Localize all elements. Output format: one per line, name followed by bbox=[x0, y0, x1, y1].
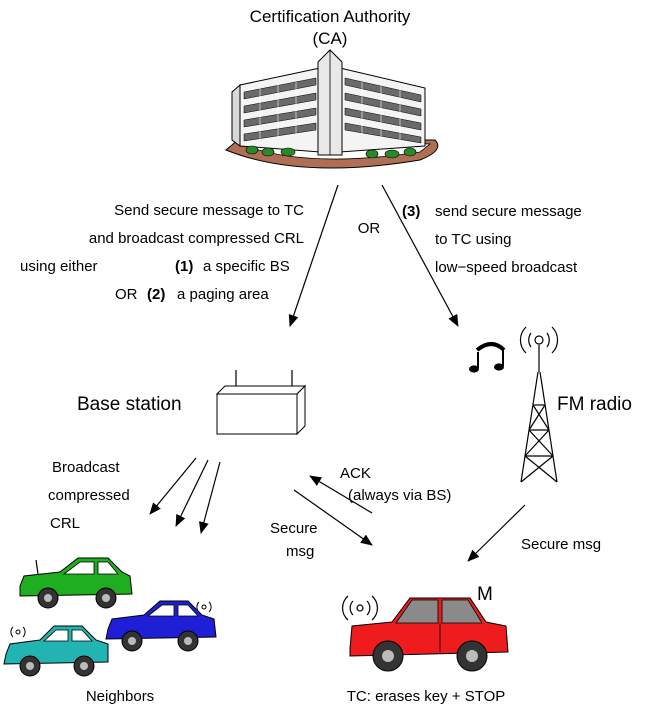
target-car-red bbox=[342, 595, 509, 672]
ca-building-icon bbox=[225, 49, 439, 169]
ca-title-line2: (CA) bbox=[313, 29, 348, 48]
broadcast-line1: Broadcast bbox=[52, 459, 120, 476]
base-station-icon bbox=[215, 370, 307, 436]
ca-title-line1: Certification Authority bbox=[250, 7, 411, 26]
arrow-broadcast-2 bbox=[175, 459, 209, 527]
neighbor-car-blue bbox=[105, 600, 217, 652]
arrow-secure-from-fm bbox=[467, 504, 526, 562]
arrow-broadcast-1 bbox=[149, 457, 197, 515]
right-msg-line2: to TC using bbox=[435, 231, 511, 248]
left-msg-line2: and broadcast compressed CRL bbox=[89, 230, 304, 247]
tc-label: TC: erases key + STOP bbox=[347, 688, 506, 705]
right-msg-line3: low−speed broadcast bbox=[435, 259, 578, 276]
base-station-label: Base station bbox=[77, 394, 182, 415]
fm-radio-tower-icon bbox=[519, 326, 559, 483]
fm-radio-label: FM radio bbox=[557, 394, 632, 415]
neighbor-car-teal bbox=[3, 625, 109, 677]
broadcast-line2: compressed bbox=[48, 487, 130, 504]
left-msg-line3a: using either bbox=[20, 258, 98, 275]
arrow-ack bbox=[309, 475, 373, 514]
left-msg-line4b: (2) bbox=[147, 286, 165, 303]
or-label: OR bbox=[358, 220, 381, 237]
left-msg-line1: Send secure message to TC bbox=[114, 202, 304, 219]
right-msg-line1b: send secure message bbox=[435, 203, 582, 220]
left-msg-line3b: (1) bbox=[175, 258, 193, 275]
left-msg-line4c: a paging area bbox=[177, 286, 269, 303]
ack-line2: (always via BS) bbox=[348, 487, 451, 504]
ack-line1: ACK bbox=[340, 465, 371, 482]
left-msg-line3c: a specific BS bbox=[203, 258, 290, 275]
left-msg-line4a: OR bbox=[115, 286, 138, 303]
music-note-icon bbox=[469, 342, 506, 373]
neighbor-car-green bbox=[19, 557, 133, 609]
arrow-ca-to-fm bbox=[381, 184, 459, 327]
arrow-ca-to-bs bbox=[288, 184, 339, 327]
mobile-label: M bbox=[477, 584, 493, 605]
secure-left-line1: Secure bbox=[270, 520, 318, 537]
arrow-broadcast-3 bbox=[199, 461, 221, 534]
secure-right-label: Secure msg bbox=[521, 536, 601, 553]
arrow-secure-from-bs bbox=[293, 489, 373, 546]
secure-left-line2: msg bbox=[286, 543, 314, 560]
neighbors-label: Neighbors bbox=[86, 688, 154, 705]
right-msg-line1a: (3) bbox=[402, 203, 420, 220]
broadcast-line3: CRL bbox=[50, 515, 80, 532]
